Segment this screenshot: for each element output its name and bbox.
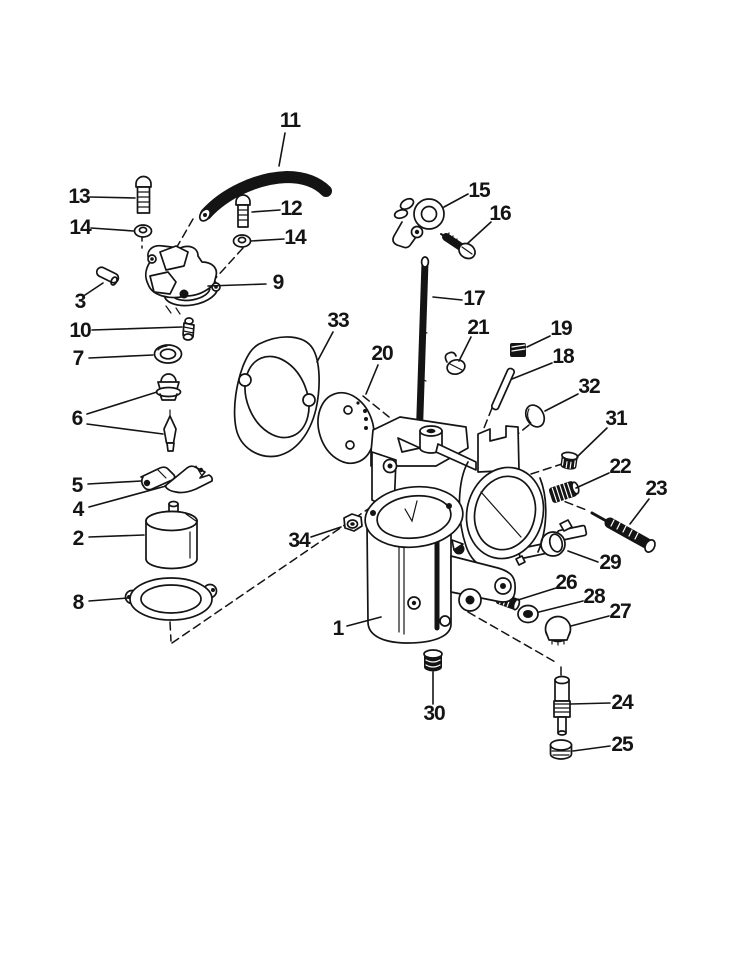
part-24-main-jet [553,675,571,736]
part-17-link-rod [415,256,430,448]
part-29-throttle-shaft [515,519,588,566]
part-number-label: 24 [611,691,633,714]
part-23-needle-screw [590,511,656,553]
part-number-label: 9 [272,271,285,294]
part-number-label: 3 [74,290,87,313]
part-34-nut [343,513,363,532]
part-20-diaphragm [317,391,375,465]
part-18-pin [490,367,516,411]
part-number-label: 23 [645,477,667,500]
part-number-label: 15 [468,179,490,202]
part-27-hex-plug [544,615,572,646]
part-number-label: 20 [371,342,393,365]
part-number-label: 14 [69,216,91,239]
part-number-label: 13 [68,185,90,208]
part-number-label: 10 [69,319,91,342]
part-number-label: 11 [279,109,301,132]
assembly-dashed-lines [141,218,590,678]
part-number-label: 4 [72,498,85,521]
part-number-label: 12 [280,197,302,220]
part-2-float [145,500,198,570]
part-number-label: 28 [583,585,605,608]
part-number-label: 27 [609,600,631,623]
part-1-carburetor-body [364,416,547,644]
part-number-label: 18 [552,345,574,368]
part-6-needle-seat [155,373,182,452]
part-7-seal-ring [153,344,183,364]
part-16-screw [440,232,476,260]
part-number-label: 32 [578,375,600,398]
part-10-spring-screw [182,317,195,341]
part-33-gasket [233,336,320,458]
part-number-label: 26 [555,571,577,594]
part-15-cam-lever [392,197,445,249]
part-number-label: 25 [611,733,633,756]
part-number-label: 22 [609,455,631,478]
part-11-fuel-hose [198,170,332,222]
part-number-label: 16 [489,202,511,225]
part-28-washer [517,604,539,624]
part-12-screw [235,194,251,228]
leader-lines [84,132,650,752]
part-number-label: 7 [72,347,85,370]
part-number-label: 17 [463,287,485,310]
part-14-washer-left [133,224,153,238]
part-19-plug [510,343,526,357]
part-31-plug [560,451,579,470]
parts-artwork [95,170,656,760]
part-30-drain-plug [423,649,443,672]
part-number-label: 6 [71,407,84,430]
part-number-label: 5 [71,474,84,497]
part-3-pin [95,266,120,286]
part-number-label: 14 [284,226,306,249]
part-number-label: 30 [423,702,445,725]
part-4-float-arm [164,465,214,494]
part-number-label: 33 [327,309,349,332]
part-21-screw [444,351,466,376]
part-number-label: 1 [332,617,345,640]
part-14-washer-right [232,234,252,248]
part-8-bowl-gasket [124,577,218,621]
part-number-label: 29 [599,551,621,574]
part-22-threaded-plug [548,481,580,503]
part-9-pump-body [144,244,221,315]
part-number-label: 31 [605,407,627,430]
part-13-screw [135,175,152,214]
part-32-plug-disc [524,404,546,428]
part-number-label: 2 [72,527,85,550]
part-number-label: 19 [550,317,572,340]
part-number-label: 8 [72,591,85,614]
part-number-label: 21 [467,316,489,339]
part-25-jet-plug [549,739,573,760]
part-number-label: 34 [288,529,310,552]
